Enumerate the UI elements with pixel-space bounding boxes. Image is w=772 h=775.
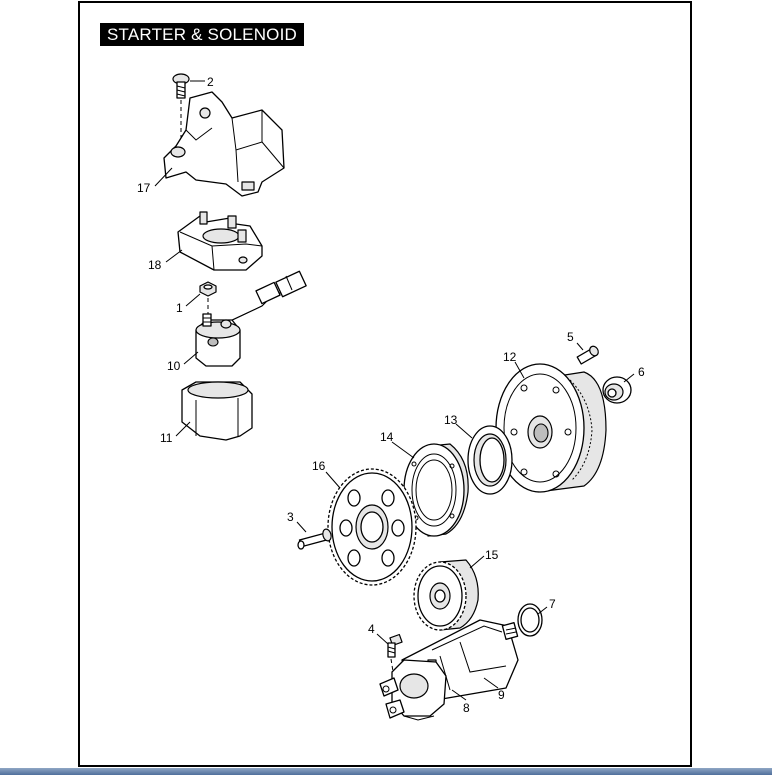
- callout-17: 17: [137, 181, 151, 195]
- part-2-screw: [172, 73, 190, 150]
- callout-12: 12: [503, 350, 517, 364]
- part-1-nut: [199, 281, 217, 318]
- part-6-washer: [602, 376, 632, 404]
- part-8-starter-end-cap: [379, 659, 447, 721]
- part-5-bolt: [576, 345, 599, 365]
- part-12-clutch-shell: [495, 363, 607, 493]
- callout-1: 1: [176, 301, 183, 315]
- callout-8: 8: [463, 701, 470, 715]
- part-7-o-ring: [517, 603, 543, 637]
- callout-9: 9: [498, 688, 505, 702]
- callout-numbers: 2 17 18 1 10 11 5 6 12 13 14 16 3 15 7 4…: [137, 75, 645, 715]
- callout-13: 13: [444, 413, 458, 427]
- part-16-spur-gear: [327, 468, 417, 586]
- callout-3: 3: [287, 510, 294, 524]
- part-15-pinion-gear: [413, 559, 479, 631]
- part-3-stud: [297, 528, 332, 550]
- callout-2: 2: [207, 75, 214, 89]
- window-bottom-bar: [0, 768, 772, 775]
- part-13-bearing: [467, 425, 513, 495]
- diagram-title: STARTER & SOLENOID: [100, 23, 305, 46]
- callout-16: 16: [312, 459, 326, 473]
- part-14-drive-plate: [403, 443, 469, 537]
- callout-14: 14: [380, 430, 394, 444]
- leader-lines: [154, 80, 635, 701]
- callout-11: 11: [160, 431, 173, 445]
- callout-7: 7: [549, 597, 556, 611]
- callout-5: 5: [567, 330, 574, 344]
- callout-4: 4: [368, 622, 375, 636]
- part-10-solenoid: [195, 270, 307, 367]
- callout-18: 18: [148, 258, 162, 272]
- callout-15: 15: [485, 548, 499, 562]
- part-17-solenoid-cover: [163, 91, 285, 197]
- part-11-boot: [181, 381, 253, 441]
- callout-6: 6: [638, 365, 645, 379]
- part-18-bracket: [177, 211, 263, 271]
- callout-10: 10: [167, 359, 181, 373]
